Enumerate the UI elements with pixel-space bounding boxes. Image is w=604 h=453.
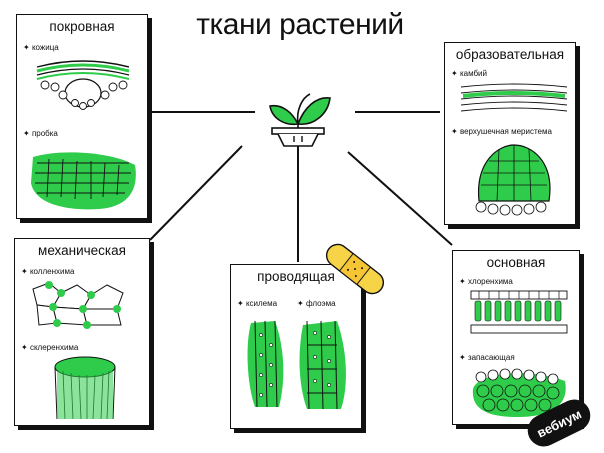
card-educational: образовательная камбий верхушечная мерис… xyxy=(444,42,576,225)
plant-pot-icon xyxy=(258,84,338,152)
label-phloem: флоэма xyxy=(297,299,336,308)
card-basic: основная хлоренхима запасающая xyxy=(452,250,580,425)
card-title: образовательная xyxy=(445,47,575,62)
label-cambium: камбий xyxy=(451,69,487,78)
label-storage: запасающая xyxy=(459,353,515,362)
chlorenchyma-illustration xyxy=(469,289,569,337)
label-xylem: ксилема xyxy=(237,299,277,308)
apical-meristem-illustration xyxy=(469,141,559,217)
card-mechanical: механическая колленхима склеренхима xyxy=(14,238,150,426)
label-sclerenchyma: склеренхима xyxy=(21,343,78,352)
card-title: механическая xyxy=(15,243,149,258)
xylem-phloem-illustration xyxy=(237,315,357,415)
card-covering: покровная кожица пробка xyxy=(16,14,148,219)
collenchyma-illustration xyxy=(27,279,139,331)
epidermis-illustration xyxy=(35,55,131,113)
label-apical-meristem: верхушечная меристема xyxy=(451,127,552,136)
sclerenchyma-illustration xyxy=(47,353,127,423)
page-title: ткани растений xyxy=(185,8,415,42)
card-title: покровная xyxy=(17,19,147,34)
label-cork: пробка xyxy=(23,129,58,138)
cork-illustration xyxy=(29,149,139,211)
cambium-illustration xyxy=(459,81,569,113)
label-collenchyma: колленхима xyxy=(21,267,74,276)
label-epidermis: кожица xyxy=(23,43,59,52)
bandage-icon xyxy=(318,238,392,300)
card-title: основная xyxy=(453,255,579,270)
label-chlorenchyma: хлоренхима xyxy=(459,277,513,286)
